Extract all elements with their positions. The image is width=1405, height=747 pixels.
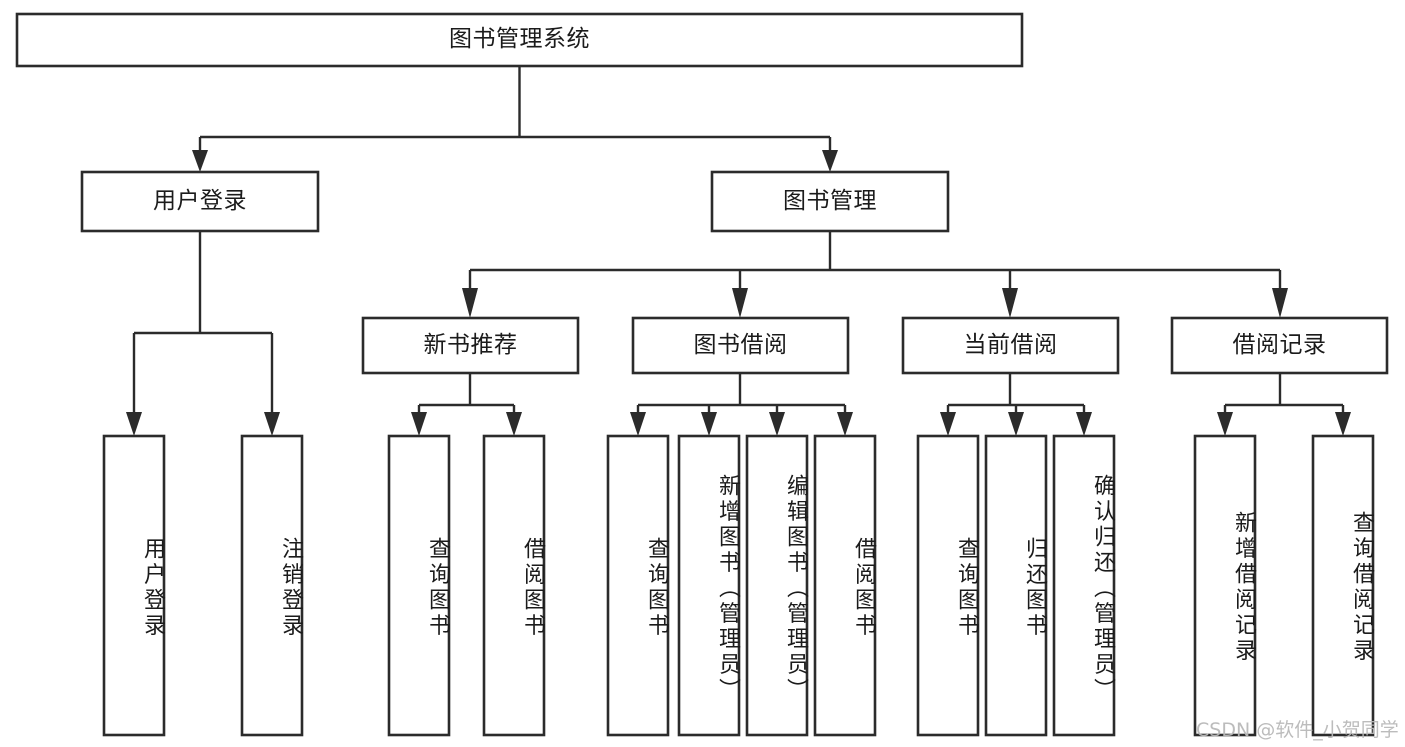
arrow-head-icon: [630, 412, 646, 436]
edge-borrow-record-to-leaves: [1217, 373, 1351, 436]
edge-root-to-level1: [192, 66, 838, 172]
arrow-head-icon: [732, 288, 748, 318]
arrow-head-icon: [1217, 412, 1233, 436]
arrow-head-icon: [1002, 288, 1018, 318]
node-box-leaf-user-login[interactable]: [102, 434, 166, 737]
arrow-head-icon: [701, 412, 717, 436]
node-box-leaf-query-borrow-record[interactable]: [1311, 434, 1375, 737]
node-box-book-management[interactable]: [710, 170, 950, 233]
node-box-leaf-query-book-borrow[interactable]: [606, 434, 670, 737]
arrow-head-icon: [769, 412, 785, 436]
arrow-head-icon: [940, 412, 956, 436]
arrow-head-icon: [1335, 412, 1351, 436]
node-box-leaf-add-book-admin[interactable]: [677, 434, 741, 737]
node-box-leaf-confirm-return-admin[interactable]: [1052, 434, 1116, 737]
node-box-leaf-return-book[interactable]: [984, 434, 1048, 737]
arrow-head-icon: [462, 288, 478, 318]
node-box-borrow-record[interactable]: [1170, 316, 1389, 375]
edge-book-management-to-level2: [462, 231, 1288, 318]
arrow-head-icon: [126, 412, 142, 436]
arrow-head-icon: [506, 412, 522, 436]
arrow-head-icon: [264, 412, 280, 436]
node-box-leaf-borrow-book[interactable]: [813, 434, 877, 737]
node-box-user-login[interactable]: [80, 170, 320, 233]
arrow-head-icon: [837, 412, 853, 436]
edge-new-book-recommend-to-leaves: [411, 373, 522, 436]
arrow-head-icon: [192, 150, 208, 172]
node-box-leaf-add-borrow-record[interactable]: [1193, 434, 1257, 737]
node-box-current-borrow[interactable]: [901, 316, 1120, 375]
node-box-leaf-query-book-current[interactable]: [916, 434, 980, 737]
edge-book-borrow-to-leaves: [630, 373, 853, 436]
arrow-head-icon: [1076, 412, 1092, 436]
arrow-head-icon: [822, 150, 838, 172]
arrow-head-icon: [1272, 288, 1288, 318]
node-box-book-borrow[interactable]: [631, 316, 850, 375]
edge-current-borrow-to-leaves: [940, 373, 1092, 436]
edge-user-login-to-leaves: [126, 231, 280, 436]
node-box-leaf-logout[interactable]: [240, 434, 304, 737]
node-box-leaf-edit-book-admin[interactable]: [745, 434, 809, 737]
node-box-leaf-query-book-recommend[interactable]: [387, 434, 451, 737]
arrow-head-icon: [411, 412, 427, 436]
arrow-head-icon: [1008, 412, 1024, 436]
node-box-leaf-borrow-book-recommend[interactable]: [482, 434, 546, 737]
node-box-new-book-recommend[interactable]: [361, 316, 580, 375]
node-box-root[interactable]: [15, 12, 1024, 68]
